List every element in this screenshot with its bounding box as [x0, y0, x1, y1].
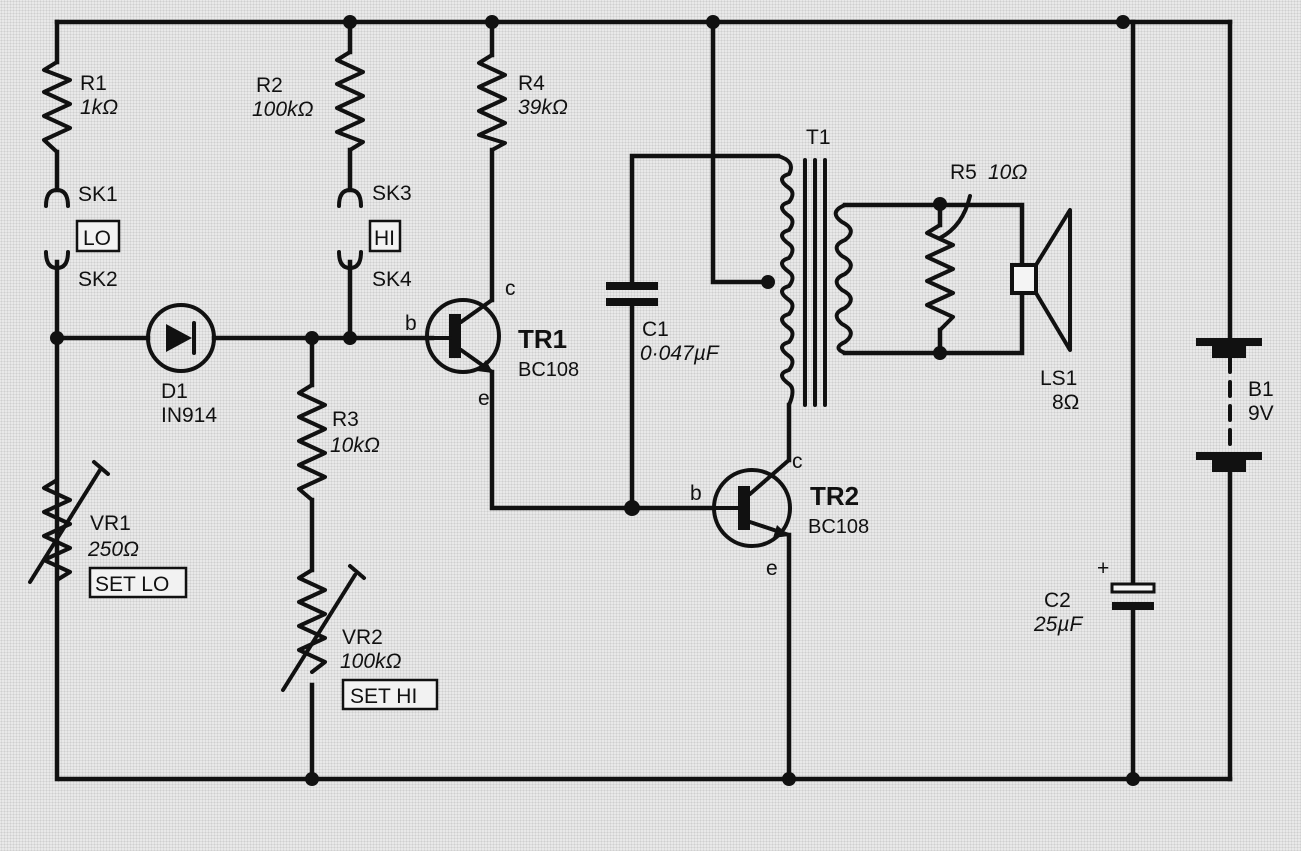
r2-value: 100kΩ [252, 98, 314, 121]
r3-ref: R3 [332, 408, 359, 431]
junction-dot [305, 331, 319, 345]
tr2-c-label: c [792, 450, 803, 473]
r5-value: 10Ω [988, 161, 1027, 184]
tr2-b-label: b [690, 482, 702, 505]
junction-dot [485, 15, 499, 29]
b1-ref: B1 [1248, 378, 1274, 401]
variable-resistor-vr1: VR1 250Ω SET LO [28, 460, 188, 599]
t1-ref: T1 [806, 126, 831, 149]
r1-ref: R1 [80, 72, 107, 95]
junction-dot [933, 197, 947, 211]
t1-secondary-winding [833, 203, 853, 355]
r4-ref: R4 [518, 72, 545, 95]
junctions [50, 15, 1140, 786]
junction-dot [50, 331, 64, 345]
set-hi-box [341, 678, 439, 711]
r2-ref: R2 [256, 74, 283, 97]
r5-ref: R5 [950, 161, 977, 184]
tr2-value: BC108 [808, 516, 869, 538]
t1-core [803, 158, 827, 407]
capacitor-c1: C1 0·047µF [606, 282, 720, 365]
capacitor-c2: + C2 25µF [1033, 557, 1156, 636]
junction-dot [305, 772, 319, 786]
junction-dot [624, 500, 640, 516]
transistor-tr1: b c e TR1 BC108 [405, 277, 579, 410]
junction-dot [1126, 772, 1140, 786]
c2-ref: C2 [1044, 589, 1071, 612]
wiring [54, 19, 1233, 782]
tr1-b-label: b [405, 312, 417, 335]
tr1-value: BC108 [518, 359, 579, 381]
hi-label: HI [374, 227, 395, 250]
sk2-socket [44, 250, 70, 270]
t1-primary-winding [776, 154, 795, 407]
junction-dot [761, 275, 775, 289]
d1-value: IN914 [161, 404, 217, 427]
transistor-tr2: b c e TR2 BC108 [690, 450, 869, 580]
sk1-ref: SK1 [78, 183, 118, 206]
battery-b1: B1 9V [1196, 338, 1274, 472]
vr2-ref: VR2 [342, 626, 383, 649]
ls1-value: 8Ω [1052, 391, 1079, 414]
r4-value: 39kΩ [518, 96, 568, 119]
tr2-e-label: e [766, 557, 778, 580]
resistor-r3: R3 10kΩ [297, 383, 380, 502]
hi-label-box [368, 219, 402, 253]
diode-d1: D1 IN914 [146, 303, 217, 427]
tr2-ref: TR2 [810, 481, 859, 511]
c2-value: 25µF [1033, 613, 1083, 636]
socket-hi: SK3 HI SK4 [337, 182, 412, 291]
resistor-r1: R1 1kΩ [42, 60, 118, 154]
sk4-socket [337, 250, 363, 270]
variable-resistor-vr2: VR2 100kΩ SET HI [281, 564, 439, 711]
resistor-r4: R4 39kΩ [477, 53, 568, 152]
junction-dot [782, 772, 796, 786]
sk2-ref: SK2 [78, 268, 118, 291]
tr1-e-label: e [478, 387, 490, 410]
vr2-value: 100kΩ [340, 650, 402, 673]
junction-dot [933, 346, 947, 360]
vr1-value: 250Ω [87, 538, 139, 561]
vr2-tag: SET HI [350, 685, 417, 708]
socket-lo: SK1 LO SK2 [44, 183, 121, 291]
resistor-r5: R5 10Ω [925, 161, 1027, 332]
vr1-tag: SET LO [95, 573, 169, 596]
r1-value: 1kΩ [80, 96, 118, 119]
transformer-t1: T1 [776, 126, 853, 407]
set-lo-box [88, 566, 188, 599]
junction-dot [1116, 15, 1130, 29]
lo-label-box [75, 219, 121, 253]
junction-dot [706, 15, 720, 29]
sk3-socket [337, 188, 363, 208]
vr1-ref: VR1 [90, 512, 131, 535]
junction-dot [343, 15, 357, 29]
ls1-ref: LS1 [1040, 367, 1077, 390]
b1-value: 9V [1248, 402, 1274, 425]
tr1-c-label: c [505, 277, 516, 300]
c2-polarity: + [1097, 557, 1109, 580]
sk1-socket [44, 188, 70, 208]
c1-ref: C1 [642, 318, 669, 341]
sk4-ref: SK4 [372, 268, 412, 291]
resistor-r2: R2 100kΩ [252, 50, 365, 152]
speaker-ls1: LS1 8Ω [1010, 208, 1079, 414]
sk3-ref: SK3 [372, 182, 412, 205]
c1-value: 0·047µF [640, 342, 720, 365]
r3-value: 10kΩ [330, 434, 380, 457]
d1-ref: D1 [161, 380, 188, 403]
junction-dot [343, 331, 357, 345]
tr1-ref: TR1 [518, 324, 567, 354]
lo-label: LO [83, 227, 111, 250]
